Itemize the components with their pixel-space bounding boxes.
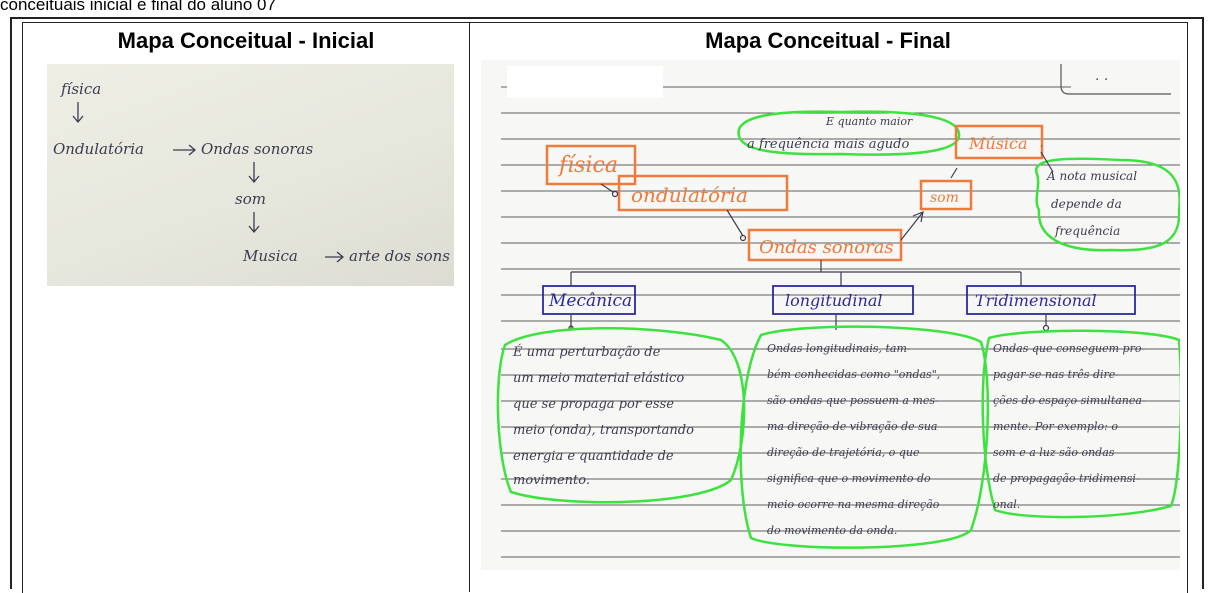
final-node-musica-box bbox=[954, 124, 1044, 160]
tridimensional-def-line-7: onal. bbox=[993, 498, 1020, 511]
tridimensional-def-line-6: de propagação tridimensi- bbox=[993, 472, 1140, 485]
mecanica-def-line-6: movimento. bbox=[513, 473, 590, 488]
initial-node-ondas-sonoras: Ondas sonoras bbox=[201, 140, 314, 158]
final-node-ondulatoria: ondulatória bbox=[631, 183, 748, 207]
longitudinal-def-line-8: do movimento da onda. bbox=[767, 524, 897, 537]
music-note-line-2: depende da bbox=[1051, 197, 1122, 211]
initial-arrow-5 bbox=[325, 251, 345, 263]
longitudinal-definition-bubble bbox=[739, 325, 990, 549]
final-node-fisica-box bbox=[545, 144, 637, 186]
notebook-rules bbox=[501, 86, 1180, 558]
initial-node-som: som bbox=[235, 190, 266, 208]
tridimensional-def-line-2: pagar-se nas três dire- bbox=[993, 368, 1119, 381]
mecanica-def-line-3: que se propaga por esse bbox=[513, 397, 674, 412]
initial-node-arte-dos-sons: arte dos sons bbox=[349, 247, 450, 265]
initial-node-fisica: física bbox=[60, 80, 101, 98]
longitudinal-def-line-4: ma direção de vibração de sua bbox=[767, 420, 937, 433]
initial-map-photo: física Ondulatória Ondas sonoras som Mus… bbox=[47, 64, 454, 286]
redaction-box bbox=[507, 66, 663, 98]
mecanica-definition-bubble bbox=[496, 327, 746, 504]
mecanica-def-line-4: meio (onda), transportando bbox=[513, 423, 694, 438]
initial-arrow-1 bbox=[72, 102, 84, 124]
mecanica-def-line-2: um meio material elástico bbox=[513, 371, 684, 386]
music-note-bubble bbox=[1034, 157, 1180, 252]
initial-map-drawing: física Ondulatória Ondas sonoras som Mus… bbox=[53, 80, 450, 265]
final-node-som-box bbox=[919, 179, 973, 211]
tridimensional-def-line-5: som e a luz são ondas bbox=[993, 446, 1115, 459]
longitudinal-def-line-5: direção de trajetória, o que bbox=[767, 446, 920, 459]
final-map-photo: . . E quanto maior a frequência mais agu… bbox=[481, 60, 1180, 570]
longitudinal-def-line-2: bém conhecidas como "ondas", bbox=[767, 368, 940, 381]
figure-caption: conceituais inicial e final do aluno 07 bbox=[0, 0, 276, 14]
final-node-ondulatoria-box bbox=[617, 174, 789, 212]
tridimensional-def-line-3: ções do espaço simultanea- bbox=[993, 394, 1146, 407]
initial-arrow-3 bbox=[248, 162, 260, 184]
initial-arrow-2 bbox=[173, 144, 197, 156]
final-node-ondas-sonoras-box bbox=[747, 228, 903, 262]
final-node-mecanica-box bbox=[542, 285, 636, 315]
final-node-longitudinal: longitudinal bbox=[785, 291, 882, 310]
final-node-fisica: física bbox=[557, 153, 618, 178]
final-node-som: som bbox=[930, 190, 959, 206]
final-node-mecanica: Mecânica bbox=[548, 291, 632, 311]
longitudinal-def-line-1: Ondas longitudinais, tam- bbox=[767, 342, 911, 355]
date-box bbox=[1060, 64, 1171, 95]
final-map-drawing: . . E quanto maior a frequência mais agu… bbox=[496, 64, 1180, 558]
final-map-title: Mapa Conceitual - Final bbox=[705, 28, 951, 53]
tridimensional-def-line-1: Ondas que conseguem pro- bbox=[993, 342, 1145, 355]
tridimensional-def-line-4: mente. Por exemplo: o bbox=[993, 420, 1118, 433]
longitudinal-def-line-7: meio ocorre na mesma direção bbox=[767, 498, 940, 511]
mecanica-def-line-1: É uma perturbação de bbox=[512, 344, 661, 360]
frequency-link-line-2: a frequência mais agudo bbox=[747, 137, 909, 152]
music-note-line-1: A nota musical bbox=[1046, 169, 1137, 183]
table-inner-border bbox=[22, 22, 1188, 593]
final-node-ondas-sonoras: Ondas sonoras bbox=[759, 237, 894, 258]
initial-node-musica: Musica bbox=[242, 247, 298, 265]
initial-node-ondulatoria: Ondulatória bbox=[53, 140, 144, 158]
column-divider bbox=[469, 22, 470, 592]
mecanica-def-line-5: energia e quantidade de bbox=[513, 449, 674, 464]
initial-arrow-4 bbox=[248, 212, 260, 234]
longitudinal-def-line-3: são ondas que possuem a mes- bbox=[767, 394, 939, 407]
frequency-link-line-1: E quanto maior bbox=[825, 115, 913, 128]
initial-map-title: Mapa Conceitual - Inicial bbox=[117, 28, 375, 53]
final-map-connectors bbox=[568, 145, 1054, 332]
date-dots: . . bbox=[1095, 68, 1108, 84]
frequency-link-bubble bbox=[737, 110, 961, 156]
music-note-line-3: frequência bbox=[1054, 224, 1120, 238]
final-node-tridimensional-box bbox=[966, 285, 1136, 315]
final-node-tridimensional: Tridimensional bbox=[975, 291, 1097, 310]
final-node-musica: Música bbox=[968, 134, 1028, 153]
longitudinal-def-line-6: significa que o movimento do bbox=[767, 472, 931, 485]
table-outer-border bbox=[10, 17, 1204, 589]
final-node-longitudinal-box bbox=[772, 285, 914, 315]
tridimensional-definition-bubble bbox=[981, 329, 1180, 519]
